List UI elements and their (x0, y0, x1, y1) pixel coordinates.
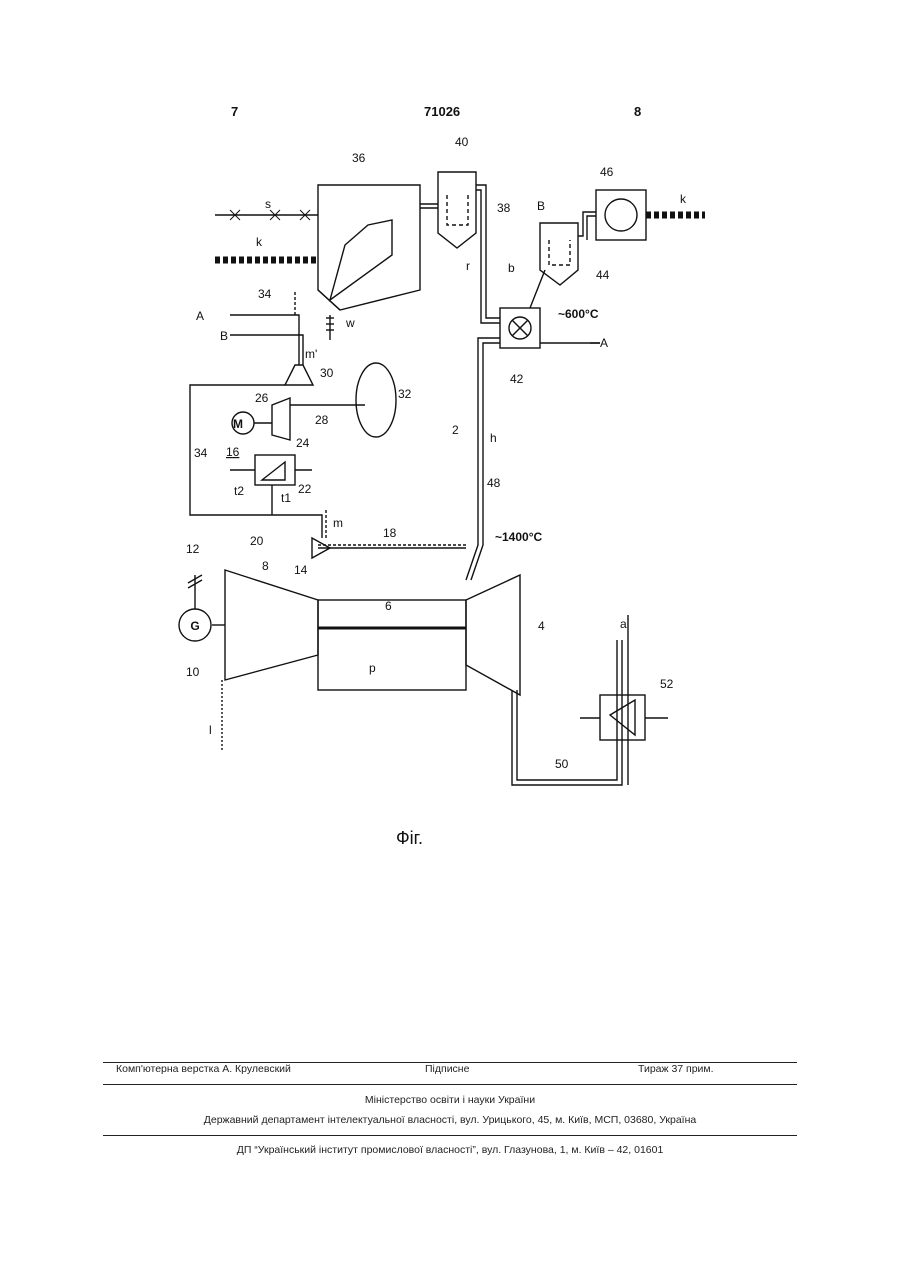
ref-2: 2 (452, 423, 459, 437)
flow-w: w (345, 316, 355, 330)
footer-rule-middle (103, 1084, 797, 1085)
ref-26: 26 (255, 391, 269, 405)
ref-42: 42 (510, 372, 524, 386)
ref-16: 16 (226, 445, 240, 459)
ref-30: 30 (320, 366, 334, 380)
footer-institute: ДП “Український інститут промислової вла… (103, 1144, 797, 1156)
turbine-4 (466, 575, 520, 695)
figure-caption: Фіг. (396, 828, 423, 849)
ref-28: 28 (315, 413, 329, 427)
flow-a: a (620, 617, 627, 631)
flow-p: p (369, 661, 376, 675)
footer-circulation: Тираж 37 прим. (638, 1063, 714, 1075)
ref-50: 50 (555, 757, 569, 771)
ref-36: 36 (352, 151, 366, 165)
flow-k-right: k (680, 192, 687, 206)
flow-s: s (265, 197, 271, 211)
flow-A-right: A (600, 336, 608, 350)
unit-46 (596, 190, 646, 240)
flow-t1: t1 (281, 491, 291, 505)
gasifier-insert (330, 220, 392, 300)
flow-k-left: k (256, 235, 263, 249)
flow-l: l (209, 723, 212, 737)
ref-34-left: 34 (194, 446, 208, 460)
filter-40 (438, 172, 476, 248)
flow-h: h (490, 431, 497, 445)
combustor-shaft-6 (318, 600, 466, 690)
temperature-600: ~600°C (558, 307, 599, 321)
ref-14: 14 (294, 563, 308, 577)
ref-10: 10 (186, 665, 200, 679)
footer-ministry: Міністерство освіти і науки України (103, 1094, 797, 1106)
compressor-24 (272, 398, 290, 440)
generator-symbol: G (190, 619, 199, 633)
ref-12: 12 (186, 542, 200, 556)
flow-t2: t2 (234, 484, 244, 498)
ref-34-top: 34 (258, 287, 272, 301)
footer-signed: Підписне (425, 1063, 469, 1075)
storage-32 (356, 363, 396, 437)
compressor-8 (225, 570, 318, 680)
footer-rule-bottom (103, 1135, 797, 1136)
ref-18: 18 (383, 526, 397, 540)
flow-r: r (466, 259, 470, 273)
ref-52: 52 (660, 677, 674, 691)
flow-B-right: B (537, 199, 545, 213)
temperature-1400: ~1400°C (495, 530, 543, 544)
ref-44: 44 (596, 268, 610, 282)
flow-B-left: B (220, 329, 228, 343)
flow-m: m (333, 516, 343, 530)
footer-typesetting: Комп'ютерна верстка А. Крулевский (116, 1063, 291, 1075)
nozzle-30 (285, 365, 313, 385)
process-schematic: 2 4 6 8 10 12 14 16 18 20 22 24 26 28 30… (0, 0, 901, 900)
flow-b: b (508, 261, 515, 275)
ref-32: 32 (398, 387, 412, 401)
ref-24: 24 (296, 436, 310, 450)
filter-44 (540, 223, 578, 285)
ref-20: 20 (250, 534, 264, 548)
ref-22: 22 (298, 482, 312, 496)
motor-symbol: M (233, 417, 243, 431)
ref-6: 6 (385, 599, 392, 613)
ref-4: 4 (538, 619, 545, 633)
footer-department: Державний департамент інтелектуальної вл… (103, 1114, 797, 1126)
ref-48: 48 (487, 476, 501, 490)
flow-m-prime: m' (305, 347, 317, 361)
ref-38: 38 (497, 201, 511, 215)
ref-8: 8 (262, 559, 269, 573)
gasifier-vessel (318, 185, 420, 310)
ref-40: 40 (455, 135, 469, 149)
flow-A-left: A (196, 309, 204, 323)
ref-46: 46 (600, 165, 614, 179)
